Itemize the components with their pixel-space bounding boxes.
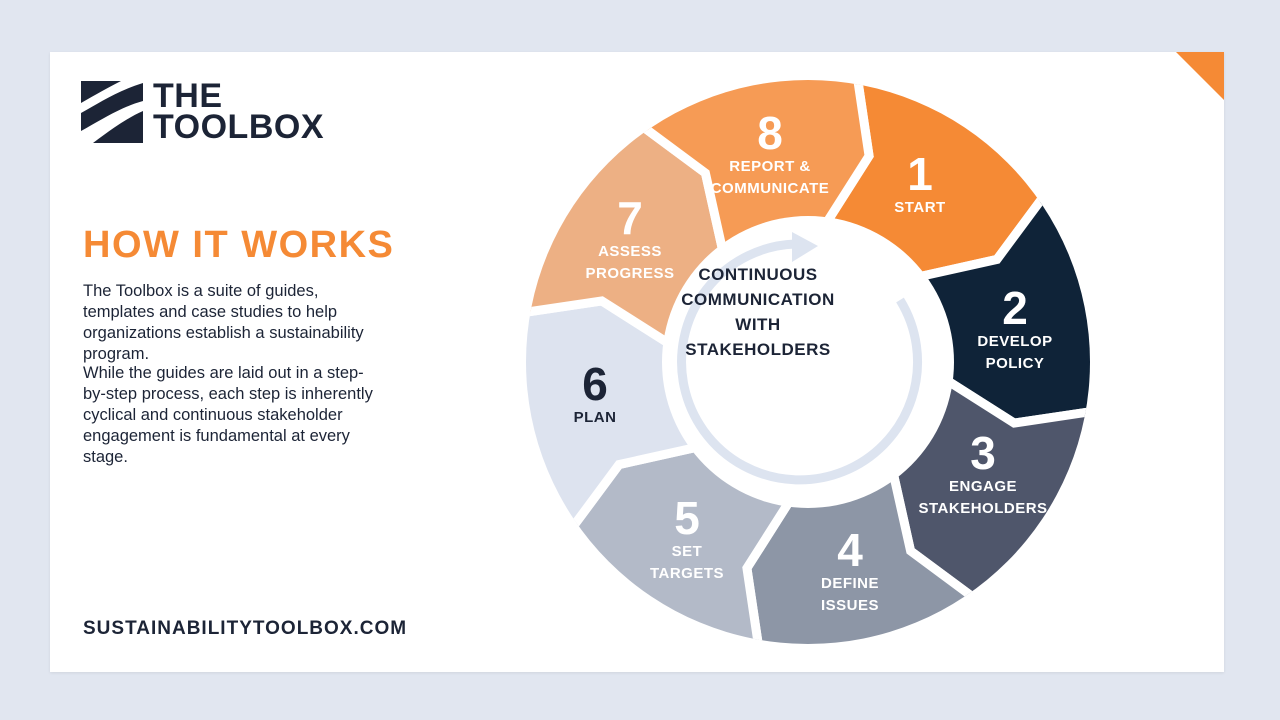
step-title-line-2: ISSUES bbox=[820, 597, 880, 614]
website-link[interactable]: SUSTAINABILITYTOOLBOX.COM bbox=[83, 618, 408, 639]
step-title-line-2: POLICY bbox=[985, 355, 1045, 372]
step-title-line-1: SET bbox=[671, 543, 703, 560]
center-label: CONTINUOUS COMMUNICATION WITH STAKEHOLDE… bbox=[681, 262, 835, 362]
step-title-line-1: REPORT & bbox=[729, 158, 811, 175]
step-title-line-1: DEFINE bbox=[820, 575, 879, 592]
step-title-line-2: PROGRESS bbox=[585, 265, 675, 282]
logo-line-1: THE bbox=[153, 77, 223, 115]
logo: THE TOOLBOX bbox=[81, 77, 324, 146]
process-paragraph: While the guides are laid out in a step-… bbox=[83, 364, 373, 466]
step-title-line-2: STAKEHOLDERS bbox=[918, 500, 1048, 517]
step-title-line-1: ASSESS bbox=[598, 243, 662, 260]
step-number: 1 bbox=[907, 148, 933, 200]
step-title-line-2: COMMUNICATE bbox=[710, 180, 830, 197]
logo-line-2: TOOLBOX bbox=[153, 108, 324, 146]
step-title-line-2: TARGETS bbox=[649, 565, 725, 582]
center-line-3: WITH bbox=[735, 315, 781, 334]
center-line-4: STAKEHOLDERS bbox=[685, 340, 831, 359]
step-number: 8 bbox=[757, 107, 783, 159]
intro-paragraph: The Toolbox is a suite of guides, templa… bbox=[83, 282, 364, 363]
step-number: 5 bbox=[674, 492, 700, 544]
center-circle bbox=[662, 216, 954, 508]
step-number: 7 bbox=[617, 192, 643, 244]
center-line-2: COMMUNICATION bbox=[681, 290, 835, 309]
step-title-line-1: ENGAGE bbox=[948, 478, 1017, 495]
step-title-line-1: PLAN bbox=[573, 409, 617, 426]
cycle-arrow-ring bbox=[677, 239, 923, 485]
step-number: 6 bbox=[582, 358, 608, 410]
corner-accent bbox=[1176, 52, 1224, 100]
section-heading: HOW IT WORKS bbox=[83, 224, 395, 266]
step-number: 4 bbox=[837, 524, 863, 576]
step-number: 3 bbox=[970, 427, 996, 479]
step-number: 2 bbox=[1002, 282, 1028, 334]
step-title-line-1: DEVELOP bbox=[977, 333, 1053, 350]
cycle-arrow-head-icon bbox=[792, 232, 818, 262]
center-line-1: CONTINUOUS bbox=[698, 265, 818, 284]
step-title-line-1: START bbox=[894, 199, 946, 216]
toolbox-logo-icon bbox=[81, 81, 143, 143]
